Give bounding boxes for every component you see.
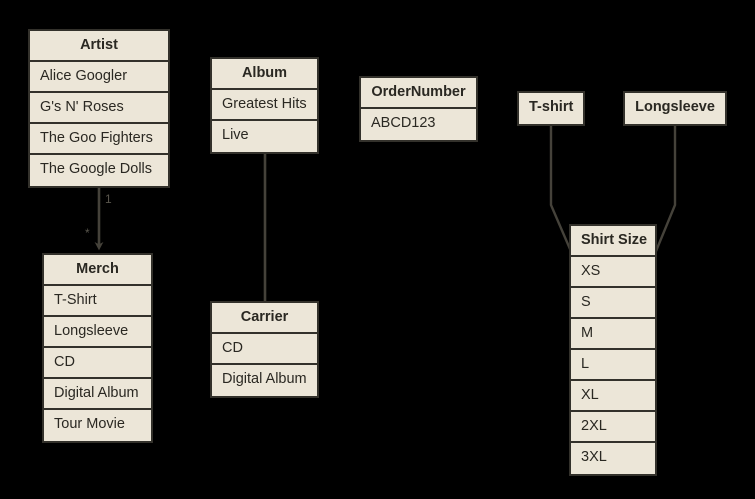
entity-title-longsleeve: Longsleeve xyxy=(625,93,725,124)
entity-row[interactable]: Digital Album xyxy=(212,365,317,396)
entity-row[interactable]: Longsleeve xyxy=(44,317,151,348)
entity-row[interactable]: Tour Movie xyxy=(44,410,151,441)
entity-title-carrier: Carrier xyxy=(212,303,317,334)
entity-row[interactable]: CD xyxy=(44,348,151,379)
entity-row[interactable]: The Goo Fighters xyxy=(30,124,168,155)
entity-row[interactable]: G's N' Roses xyxy=(30,93,168,124)
entity-longsleeve[interactable]: Longsleeve xyxy=(623,91,727,126)
entity-row[interactable]: T-Shirt xyxy=(44,286,151,317)
cardinality-label-many: * xyxy=(85,226,90,240)
entity-row[interactable]: Digital Album xyxy=(44,379,151,410)
entity-row[interactable]: 2XL xyxy=(571,412,655,443)
entity-row[interactable]: 3XL xyxy=(571,443,655,474)
entity-album[interactable]: Album Greatest Hits Live xyxy=(210,57,319,154)
connector-longsleeve-to-shirtsize xyxy=(652,120,677,257)
entity-tshirt[interactable]: T-shirt xyxy=(517,91,585,126)
entity-title-shirtsize: Shirt Size xyxy=(571,226,655,257)
entity-row[interactable]: L xyxy=(571,350,655,381)
entity-title-merch: Merch xyxy=(44,255,151,286)
entity-artist[interactable]: Artist Alice Googler G's N' Roses The Go… xyxy=(28,29,170,188)
entity-row[interactable]: Greatest Hits xyxy=(212,90,317,121)
entity-shirtsize[interactable]: Shirt Size XS S M L XL 2XL 3XL xyxy=(569,224,657,476)
entity-row[interactable]: XL xyxy=(571,381,655,412)
entity-carrier[interactable]: Carrier CD Digital Album xyxy=(210,301,319,398)
entity-row[interactable]: The Google Dolls xyxy=(30,155,168,186)
entity-title-artist: Artist xyxy=(30,31,168,62)
entity-merch[interactable]: Merch T-Shirt Longsleeve CD Digital Albu… xyxy=(42,253,153,443)
entity-row[interactable]: ABCD123 xyxy=(361,109,476,140)
entity-row[interactable]: M xyxy=(571,319,655,350)
entity-row[interactable]: CD xyxy=(212,334,317,365)
entity-row[interactable]: Alice Googler xyxy=(30,62,168,93)
cardinality-label-one: 1 xyxy=(105,192,112,206)
entity-ordernumber[interactable]: OrderNumber ABCD123 xyxy=(359,76,478,142)
entity-row[interactable]: S xyxy=(571,288,655,319)
entity-title-ordernumber: OrderNumber xyxy=(361,78,476,109)
entity-row[interactable]: Live xyxy=(212,121,317,152)
entity-title-album: Album xyxy=(212,59,317,90)
entity-row[interactable]: XS xyxy=(571,257,655,288)
entity-title-tshirt: T-shirt xyxy=(519,93,583,124)
